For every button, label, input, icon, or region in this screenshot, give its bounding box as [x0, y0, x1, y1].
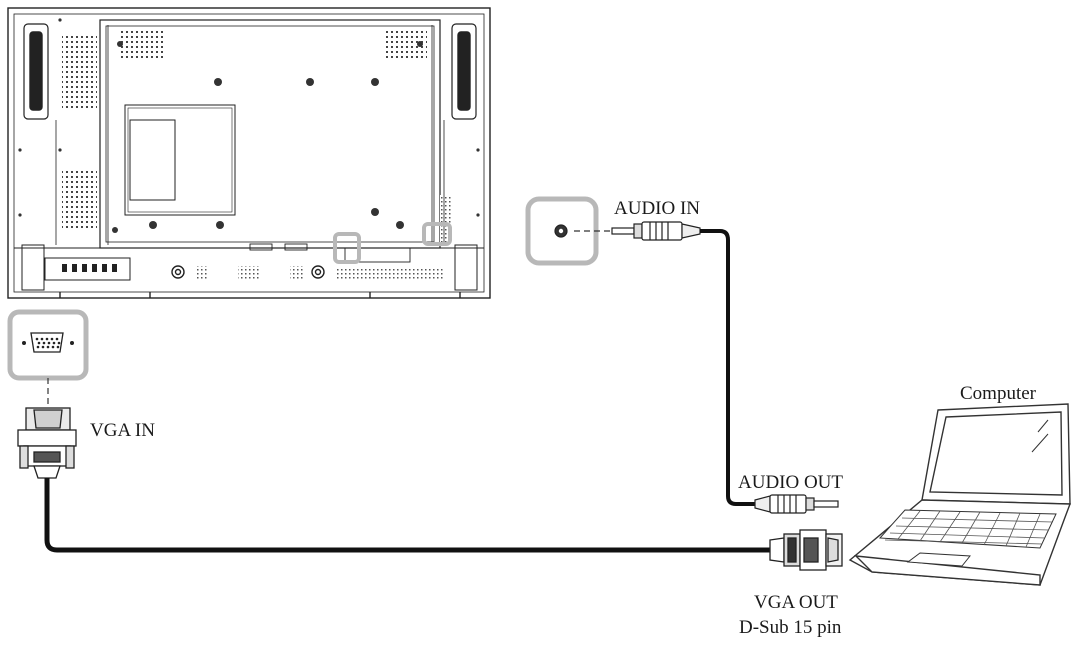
display-vga-port-highlight — [333, 232, 361, 264]
audio-cable — [700, 229, 755, 506]
vga-in-port-zoom — [7, 309, 89, 381]
audio-in-label: AUDIO IN — [614, 198, 701, 219]
vga-in-label: VGA IN — [90, 420, 155, 441]
vga-out-label: VGA OUT — [754, 592, 838, 613]
display-rear-panel — [7, 7, 491, 299]
laptop-computer — [848, 403, 1072, 586]
audio-out-label: AUDIO OUT — [738, 472, 844, 493]
audio-in-jack-zoom — [525, 196, 599, 266]
vga-out-cable-connector — [769, 529, 843, 571]
dsub-label: D-Sub 15 pin — [739, 617, 842, 638]
display-audio-port-highlight — [422, 222, 452, 246]
computer-label: Computer — [960, 383, 1036, 404]
audio-out-plug — [754, 494, 839, 514]
vga-in-cable-connector — [17, 407, 77, 479]
audio-in-plug — [611, 221, 701, 241]
vga-cable — [44, 478, 772, 553]
